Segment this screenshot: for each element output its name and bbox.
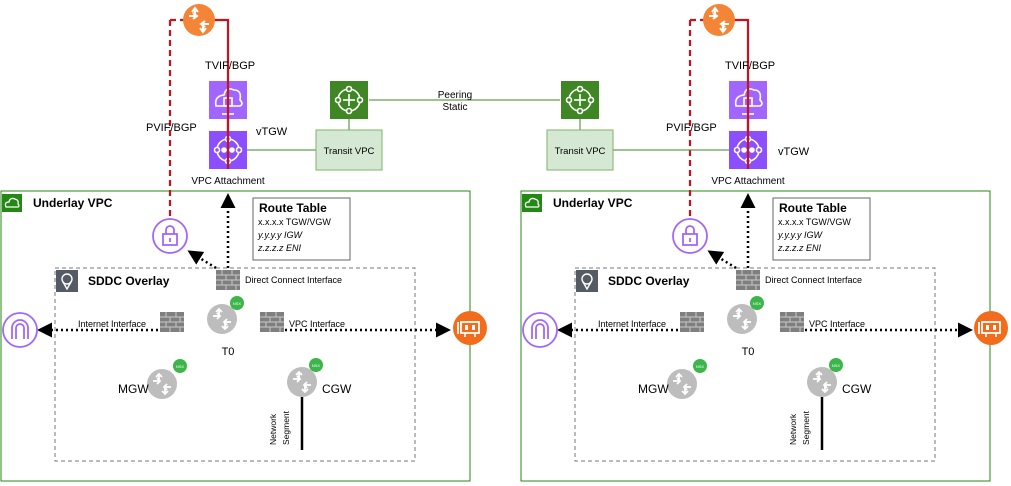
underlay-vpc-label: Underlay VPC: [33, 196, 113, 210]
internet-interface-label: Internet Interface: [598, 319, 666, 329]
mgw-label: MGW: [118, 382, 149, 396]
direct-connect-label: Direct Connect Interface: [765, 275, 862, 285]
dx-to-lock-arrow: [707, 250, 737, 270]
sddc-overlay-label: SDDC Overlay: [88, 274, 170, 288]
tvif-label: TVIF/BGP: [205, 60, 255, 72]
route-row-2: y.y.y.y IGW: [257, 230, 303, 240]
sddc-overlay-icon: [55, 269, 79, 293]
underlay-vpc-label: Underlay VPC: [553, 196, 633, 210]
route-table-box: [772, 197, 871, 261]
left-side: Underlay VPC TVIF/BGP PVIF/BGP vTGW VPC …: [0, 3, 488, 482]
vtgw-label: vTGW: [256, 126, 288, 138]
network-segment-label-1: Network: [268, 413, 278, 445]
vpc-interface-firewall-icon: [779, 311, 805, 333]
elastic-network-interface-icon: [973, 310, 1009, 346]
mgw-label: MGW: [638, 382, 669, 396]
internet-firewall-icon: [159, 311, 185, 333]
peering-label: Peering: [438, 90, 472, 101]
vpc-cloud-icon: [1, 193, 23, 213]
transit-hub-icon: [329, 80, 369, 120]
transit-vpc-box: [546, 129, 614, 171]
underlay-vpc-box: [0, 190, 471, 482]
transit-hub-icon: [560, 80, 600, 120]
vpc-attachment-label: VPC Attachment: [191, 176, 265, 187]
sddc-overlay-box: [54, 267, 416, 462]
sddc-overlay-icon: [575, 269, 599, 293]
vpc-interface-firewall-icon: [259, 311, 285, 333]
mgw-router-icon: [666, 368, 698, 400]
t0-router-icon: [726, 303, 758, 335]
nsx-badge-icon: [173, 359, 187, 373]
direct-connect-firewall-icon: [215, 269, 241, 291]
route-table-box: [252, 197, 351, 261]
cgw-router-icon: [286, 366, 318, 398]
internet-interface-label: Internet Interface: [78, 319, 146, 329]
vpc-interface-label: VPC Interface: [809, 319, 865, 329]
tvif-label: TVIF/BGP: [725, 60, 775, 72]
nsx-badge-icon: [309, 358, 323, 372]
right-side: Underlay VPC TVIF/BGP PVIF/BGP vTGW VPC …: [520, 3, 1009, 482]
route-table-title: Route Table: [779, 201, 847, 215]
vtgw-label: vTGW: [778, 146, 810, 158]
route-row-3: z.z.z.z ENI: [777, 243, 822, 253]
router-icon: [702, 3, 736, 37]
dx-to-lock-arrow: [187, 250, 217, 270]
route-row-2: y.y.y.y IGW: [777, 230, 823, 240]
sddc-overlay-label: SDDC Overlay: [608, 274, 690, 288]
internet-gateway-icon: [2, 312, 38, 348]
direct-connect-label: Direct Connect Interface: [245, 275, 342, 285]
network-segment-label-2: Segment: [281, 410, 291, 445]
svg-text:NSX: NSX: [312, 363, 321, 368]
transit-vpc-label: Transit VPC: [555, 146, 606, 157]
route-row-1: x.x.x.x TGW/VGW: [778, 217, 851, 227]
private-vif-lock-icon: [152, 218, 188, 254]
vpc-cloud-icon: [521, 193, 543, 213]
transit-vpc-box: [315, 129, 383, 171]
static-label: Static: [442, 102, 467, 113]
pvif-label: PVIF/BGP: [666, 122, 717, 134]
nsx-badge-icon: [750, 296, 764, 310]
vpc-attachment-label: VPC Attachment: [711, 176, 785, 187]
svg-text:NSX: NSX: [176, 364, 185, 369]
transit-vpc-label: Transit VPC: [324, 146, 375, 157]
svg-text:NSX: NSX: [233, 301, 242, 306]
vpc-interface-label: VPC Interface: [289, 319, 345, 329]
mgw-router-icon: [146, 368, 178, 400]
network-segment-label-2: Segment: [801, 410, 811, 445]
t0-label: T0: [742, 346, 755, 358]
pvif-label: PVIF/BGP: [146, 122, 197, 134]
svg-text:NSX: NSX: [832, 363, 841, 368]
route-row-1: x.x.x.x TGW/VGW: [258, 217, 331, 227]
nsx-badge-icon: [693, 359, 707, 373]
t0-label: T0: [222, 346, 235, 358]
elastic-network-interface-icon: [452, 310, 488, 346]
private-vif-lock-icon: [672, 218, 708, 254]
internet-gateway-icon: [522, 312, 558, 348]
svg-text:NSX: NSX: [696, 364, 705, 369]
nsx-badge-icon: [829, 358, 843, 372]
internet-firewall-icon: [679, 311, 705, 333]
t0-router-icon: [206, 303, 238, 335]
cgw-label: CGW: [322, 382, 352, 396]
nsx-badge-icon: [230, 296, 244, 310]
cgw-label: CGW: [842, 382, 872, 396]
network-segment-label-1: Network: [788, 413, 798, 445]
router-icon: [182, 3, 216, 37]
sddc-overlay-box: [574, 267, 936, 462]
underlay-vpc-box: [520, 190, 991, 482]
route-table-title: Route Table: [259, 201, 327, 215]
direct-connect-firewall-icon: [735, 269, 761, 291]
route-row-3: z.z.z.z ENI: [257, 243, 302, 253]
svg-text:NSX: NSX: [753, 301, 762, 306]
cgw-router-icon: [806, 366, 838, 398]
